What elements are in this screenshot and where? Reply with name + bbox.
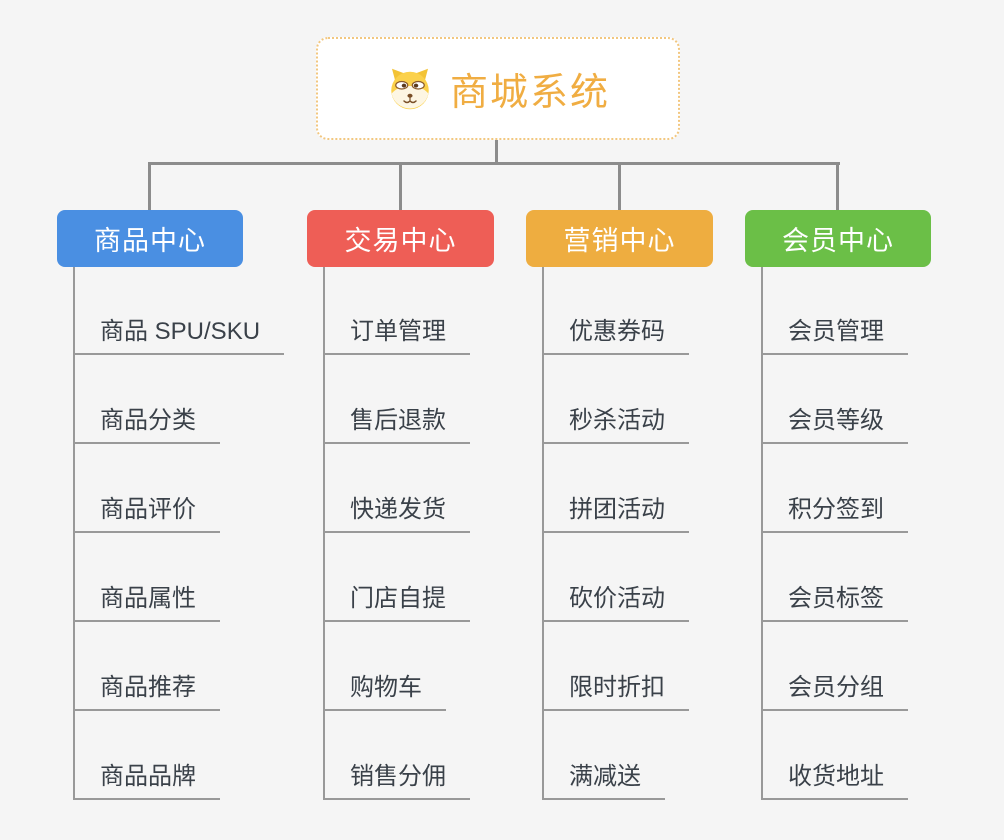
root-stub-line — [495, 140, 498, 164]
leaf-node-member-center-6[interactable]: 收货地址 — [761, 761, 908, 800]
leaf-node-trade-center-4[interactable]: 门店自提 — [323, 583, 470, 622]
leaf-node-product-center-3[interactable]: 商品评价 — [73, 494, 220, 533]
leaf-node-trade-center-3[interactable]: 快递发货 — [323, 494, 470, 533]
leaf-node-marketing-center-4[interactable]: 砍价活动 — [542, 583, 689, 622]
branch-node-product-center[interactable]: 商品中心 — [57, 210, 243, 267]
branch-node-marketing-center[interactable]: 营销中心 — [526, 210, 713, 267]
branch-node-trade-center[interactable]: 交易中心 — [307, 210, 494, 267]
leaf-node-marketing-center-5[interactable]: 限时折扣 — [542, 672, 689, 711]
branch-trunk-line — [542, 267, 544, 800]
leaf-node-product-center-5[interactable]: 商品推荐 — [73, 672, 220, 711]
leaf-node-trade-center-1[interactable]: 订单管理 — [323, 316, 470, 355]
leaf-node-marketing-center-6[interactable]: 满减送 — [542, 761, 665, 800]
root-node[interactable]: 商城系统 — [316, 37, 680, 140]
branch-drop-line — [148, 162, 151, 210]
branch-trunk-line — [73, 267, 75, 800]
leaf-node-member-center-5[interactable]: 会员分组 — [761, 672, 908, 711]
leaf-node-member-center-4[interactable]: 会员标签 — [761, 583, 908, 622]
branch-drop-line — [618, 162, 621, 210]
branch-drop-line — [399, 162, 402, 210]
leaf-node-trade-center-6[interactable]: 销售分佣 — [323, 761, 470, 800]
leaf-node-marketing-center-1[interactable]: 优惠券码 — [542, 316, 689, 355]
branch-rail-line — [148, 162, 840, 165]
leaf-node-member-center-3[interactable]: 积分签到 — [761, 494, 908, 533]
leaf-node-product-center-2[interactable]: 商品分类 — [73, 405, 220, 444]
branch-drop-line — [836, 162, 839, 210]
leaf-node-member-center-2[interactable]: 会员等级 — [761, 405, 908, 444]
root-title: 商城系统 — [449, 72, 610, 114]
leaf-node-marketing-center-2[interactable]: 秒杀活动 — [542, 405, 689, 444]
branch-node-member-center[interactable]: 会员中心 — [745, 210, 931, 267]
leaf-node-trade-center-5[interactable]: 购物车 — [323, 672, 446, 711]
leaf-node-marketing-center-3[interactable]: 拼团活动 — [542, 494, 689, 533]
leaf-node-product-center-6[interactable]: 商品品牌 — [73, 761, 220, 800]
branch-trunk-line — [761, 267, 763, 800]
branch-trunk-line — [323, 267, 325, 800]
leaf-node-member-center-1[interactable]: 会员管理 — [761, 316, 908, 355]
leaf-node-trade-center-2[interactable]: 售后退款 — [323, 405, 470, 444]
leaf-node-product-center-4[interactable]: 商品属性 — [73, 583, 220, 622]
leaf-node-product-center-1[interactable]: 商品 SPU/SKU — [73, 316, 285, 355]
shiba-dog-icon — [386, 65, 434, 113]
